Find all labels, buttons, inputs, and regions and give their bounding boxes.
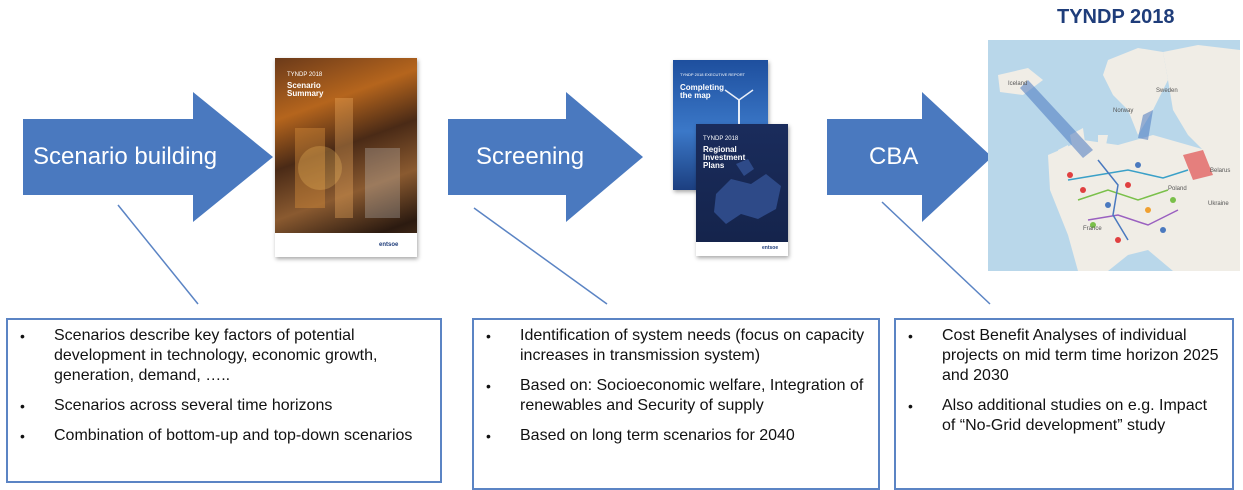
bullet-item: Based on: Socioeconomic welfare, Integra… — [484, 376, 870, 416]
regional-investment-plans-cover: TYNDP 2018 Regional Investment Plans ent… — [696, 124, 788, 256]
map-label: Norway — [1113, 108, 1133, 114]
scenario-building-details-box: Scenarios describe key factors of potent… — [6, 318, 442, 483]
connector-line — [473, 207, 608, 305]
bullet-item: Scenarios across several time horizons — [18, 396, 432, 416]
map-label: Sweden — [1156, 88, 1178, 94]
step-arrow-screening: Screening — [448, 92, 643, 222]
step-label: Scenario building — [33, 143, 218, 170]
bullet-item: Also additional studies on e.g. Impact o… — [906, 396, 1224, 436]
map-label: Iceland — [1008, 81, 1027, 87]
doc-small-label: TYNDP 2018 — [703, 136, 739, 142]
screening-details-box: Identification of system needs (focus on… — [472, 318, 880, 490]
page-title: TYNDP 2018 — [1057, 6, 1175, 28]
step-arrow-scenario-building: Scenario building — [23, 92, 273, 222]
bullet-item: Scenarios describe key factors of potent… — [18, 326, 432, 386]
map-label: France — [1083, 226, 1102, 232]
doc-small-label: TYNDP 2018 — [287, 72, 323, 78]
map-label: Belarus — [1210, 168, 1230, 174]
doc-small-label: TYNDP 2018 EXECUTIVE REPORT — [680, 72, 745, 77]
bullet-item: Cost Benefit Analyses of individual proj… — [906, 326, 1224, 386]
entsoe-logo: entsoe — [379, 242, 399, 248]
step-label: CBA — [869, 143, 919, 170]
bullet-item: Combination of bottom-up and top-down sc… — [18, 426, 432, 446]
map-label: Poland — [1168, 186, 1187, 192]
doc-title: Completing the map — [680, 83, 724, 100]
map-label: Ukraine — [1208, 201, 1229, 207]
step-label: Screening — [476, 143, 585, 170]
scenario-summary-cover: TYNDP 2018 Scenario Summary entsoe — [275, 58, 417, 257]
entsoe-logo: entsoe — [762, 245, 779, 251]
step-arrow-cba: CBA — [827, 92, 992, 222]
bullet-item: Based on long term scenarios for 2040 — [484, 426, 870, 446]
doc-title: Regional Investment Plans — [703, 145, 746, 170]
doc-title: Scenario Summary — [287, 81, 324, 98]
cba-details-box: Cost Benefit Analyses of individual proj… — [894, 318, 1234, 490]
bullet-item: Identification of system needs (focus on… — [484, 326, 870, 366]
europe-grid-map: Iceland Sweden Norway Belarus Poland Ukr… — [988, 40, 1240, 271]
